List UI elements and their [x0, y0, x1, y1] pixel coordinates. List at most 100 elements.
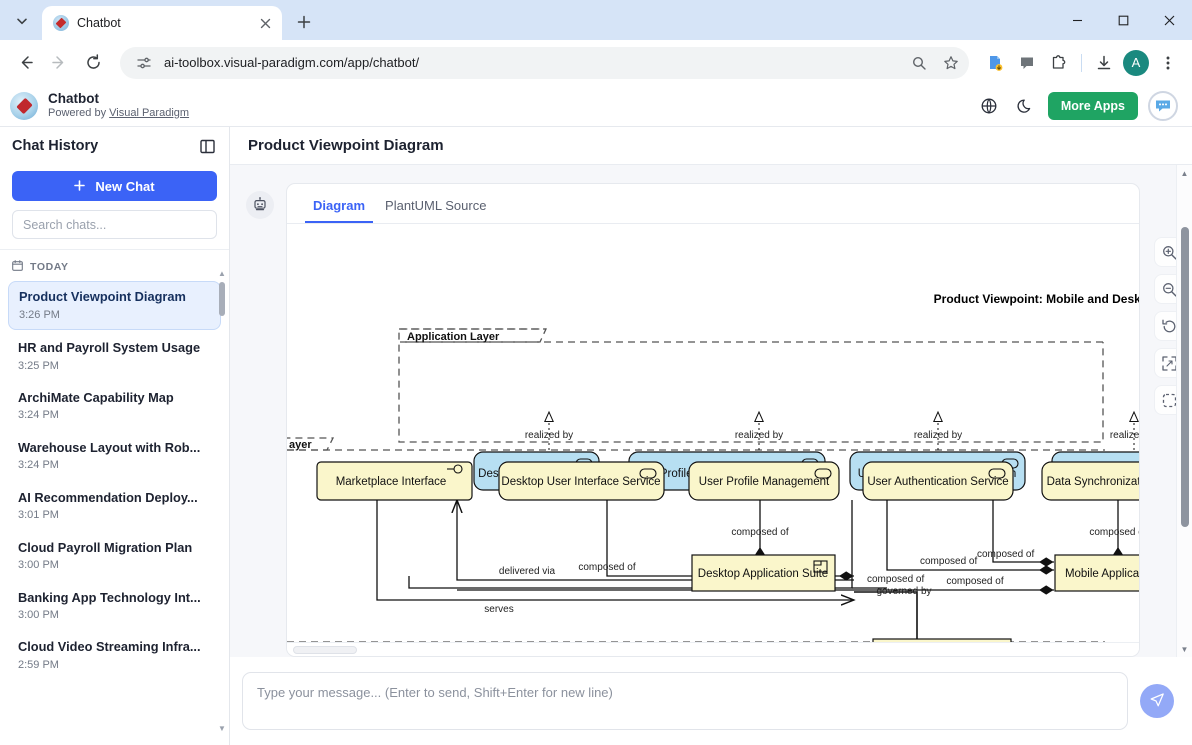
partition-lower-layer: ayer	[287, 437, 1105, 451]
sidebar-item-cloud-video-streaming[interactable]: Cloud Video Streaming Infra... 2:59 PM	[8, 632, 221, 679]
more-menu-icon[interactable]	[1154, 49, 1182, 77]
diagram-scroll-area[interactable]: Product Viewpoint: Mobile and Desktop Ap…	[287, 232, 1139, 642]
browser-tab[interactable]: Chatbot	[42, 6, 282, 40]
node-label: Data Synchronization Service	[1047, 476, 1139, 488]
day-group-label: TODAY	[0, 258, 229, 281]
sidebar-scrollbar[interactable]: ▲ ▼	[217, 268, 227, 733]
scroll-up-arrow-icon[interactable]: ▲	[218, 268, 226, 278]
chat-item-time: 3:00 PM	[18, 559, 59, 572]
chat-item-name: Banking App Technology Int...	[18, 589, 201, 605]
node-data-synchronization-service[interactable]: Data Synchronization Service	[1041, 461, 1139, 501]
relation-realized-by-group: realized by realized by realized by real…	[525, 410, 1139, 490]
main-vertical-scrollbar[interactable]: ▲ ▼	[1176, 165, 1192, 657]
tab-title: Chatbot	[77, 16, 121, 30]
app-branding: Chatbot Powered by Visual Paradigm	[48, 91, 966, 119]
extensions-icon[interactable]	[1045, 49, 1073, 77]
diagram-horizontal-scrollbar[interactable]	[287, 642, 1139, 656]
node-label: Desktop Application Suite	[698, 568, 828, 580]
page-translate-icon[interactable]	[981, 49, 1009, 77]
day-label-text: TODAY	[30, 261, 69, 273]
address-bar[interactable]: ai-toolbox.visual-paradigm.com/app/chatb…	[120, 46, 969, 79]
sidebar-item-warehouse-layout[interactable]: Warehouse Layout with Rob... 3:24 PM	[8, 433, 221, 480]
maximize-icon[interactable]	[1100, 0, 1146, 40]
scroll-down-arrow-icon[interactable]: ▼	[1180, 644, 1189, 654]
chat-item-time: 3:00 PM	[18, 609, 59, 622]
diagram-hscroll-thumb[interactable]	[293, 646, 357, 654]
powered-prefix: Powered by	[48, 106, 110, 119]
sidebar-scroll-thumb[interactable]	[219, 282, 225, 316]
conversation-canvas: Diagram PlantUML Source	[230, 165, 1192, 657]
new-tab-button[interactable]	[290, 8, 318, 36]
scroll-up-arrow-icon[interactable]: ▲	[1180, 168, 1189, 178]
search-icon[interactable]	[907, 51, 931, 75]
url-text: ai-toolbox.visual-paradigm.com/app/chatb…	[164, 55, 420, 70]
edge-label: realized by	[914, 430, 962, 441]
sidebar-item-cloud-payroll-migration[interactable]: Cloud Payroll Migration Plan 3:00 PM	[8, 533, 221, 580]
sidebar-item-ai-recommendation-deploy[interactable]: AI Recommendation Deploy... 3:01 PM	[8, 483, 221, 530]
component-icon	[639, 468, 657, 479]
sidebar-item-product-viewpoint-diagram[interactable]: Product Viewpoint Diagram 3:26 PM	[8, 281, 221, 330]
forward-arrow-icon[interactable]	[44, 48, 74, 78]
back-arrow-icon[interactable]	[10, 48, 40, 78]
sidebar-header: Chat History	[0, 127, 229, 165]
robot-icon	[246, 191, 274, 219]
archimate-product-viewpoint-diagram: Product Viewpoint: Mobile and Desktop Ap…	[287, 292, 1139, 642]
partition-application-layer: Application Layer	[398, 328, 1104, 443]
app-header: Chatbot Powered by Visual Paradigm More …	[0, 85, 1192, 127]
globe-icon[interactable]	[976, 93, 1002, 119]
node-marketplace-interface[interactable]: Marketplace Interface	[316, 461, 473, 501]
comment-icon[interactable]	[1013, 49, 1041, 77]
edge-label: delivered via	[499, 566, 556, 577]
reload-icon[interactable]	[78, 48, 108, 78]
chat-item-time: 3:01 PM	[18, 509, 59, 522]
star-icon[interactable]	[939, 51, 963, 75]
sidebar-actions: New Chat	[0, 165, 229, 250]
chat-item-name: Product Viewpoint Diagram	[19, 289, 186, 304]
scroll-down-arrow-icon[interactable]: ▼	[218, 723, 226, 733]
visual-paradigm-link[interactable]: Visual Paradigm	[109, 106, 190, 119]
chat-history-list[interactable]: TODAY Product Viewpoint Diagram 3:26 PM …	[0, 250, 229, 745]
node-label: User Profile Management	[699, 476, 830, 488]
sidebar-title: Chat History	[12, 138, 99, 154]
tune-icon[interactable]	[132, 51, 156, 75]
chat-item-time: 3:24 PM	[18, 409, 59, 422]
profile-avatar[interactable]: A	[1122, 49, 1150, 77]
chat-bot-avatar-icon[interactable]	[1148, 90, 1178, 121]
downloads-icon[interactable]	[1090, 49, 1118, 77]
edge-label: composed of	[578, 562, 635, 573]
new-chat-button[interactable]: New Chat	[12, 171, 217, 201]
visual-paradigm-globe-icon	[53, 15, 69, 31]
sidebar-item-hr-payroll[interactable]: HR and Payroll System Usage 3:25 PM	[8, 333, 221, 380]
moon-icon[interactable]	[1012, 93, 1038, 119]
tab-search-chevron-icon[interactable]	[8, 7, 36, 35]
node-label: Marketplace Interface	[336, 476, 447, 488]
node-desktop-user-interface-service[interactable]: Desktop User Interface Service	[498, 461, 665, 501]
node-mobile-application-suite[interactable]: Mobile Application Suite	[1054, 554, 1139, 592]
node-label: Desktop User Interface Service	[501, 476, 660, 488]
node-subscription-agreement[interactable]: Subscription Agreement	[872, 638, 1012, 642]
node-user-profile-management[interactable]: User Profile Management	[688, 461, 840, 501]
search-input[interactable]	[12, 210, 217, 239]
chat-item-name: ArchiMate Capability Map	[18, 389, 174, 405]
more-apps-button[interactable]: More Apps	[1047, 91, 1138, 120]
send-button[interactable]	[1140, 684, 1174, 718]
chat-history-sidebar: Chat History New Chat	[0, 127, 230, 745]
diagram-viewport[interactable]: Product Viewpoint: Mobile and Desktop Ap…	[287, 232, 1139, 656]
main-scroll-thumb[interactable]	[1181, 227, 1189, 527]
diagram-title: Product Viewpoint: Mobile and Desktop Ap…	[934, 292, 1139, 306]
window-close-icon[interactable]	[1146, 0, 1192, 40]
node-user-authentication-service[interactable]: User Authentication Service	[862, 461, 1014, 501]
minimize-icon[interactable]	[1054, 0, 1100, 40]
message-input[interactable]	[242, 672, 1128, 730]
tab-diagram[interactable]: Diagram	[305, 192, 374, 223]
sidebar-item-archimate-capability-map[interactable]: ArchiMate Capability Map 3:24 PM	[8, 383, 221, 430]
close-icon[interactable]	[256, 14, 274, 32]
app-powered-by: Powered by Visual Paradigm	[48, 107, 966, 120]
node-desktop-application-suite[interactable]: Desktop Application Suite	[691, 554, 836, 592]
panel-collapse-icon[interactable]	[197, 136, 217, 156]
chat-item-name: AI Recommendation Deploy...	[18, 489, 198, 505]
sidebar-item-banking-app-technology[interactable]: Banking App Technology Int... 3:00 PM	[8, 583, 221, 630]
edge-label: realized by	[1110, 430, 1139, 441]
component-icon	[988, 468, 1006, 479]
tab-plantuml-source[interactable]: PlantUML Source	[385, 198, 487, 213]
